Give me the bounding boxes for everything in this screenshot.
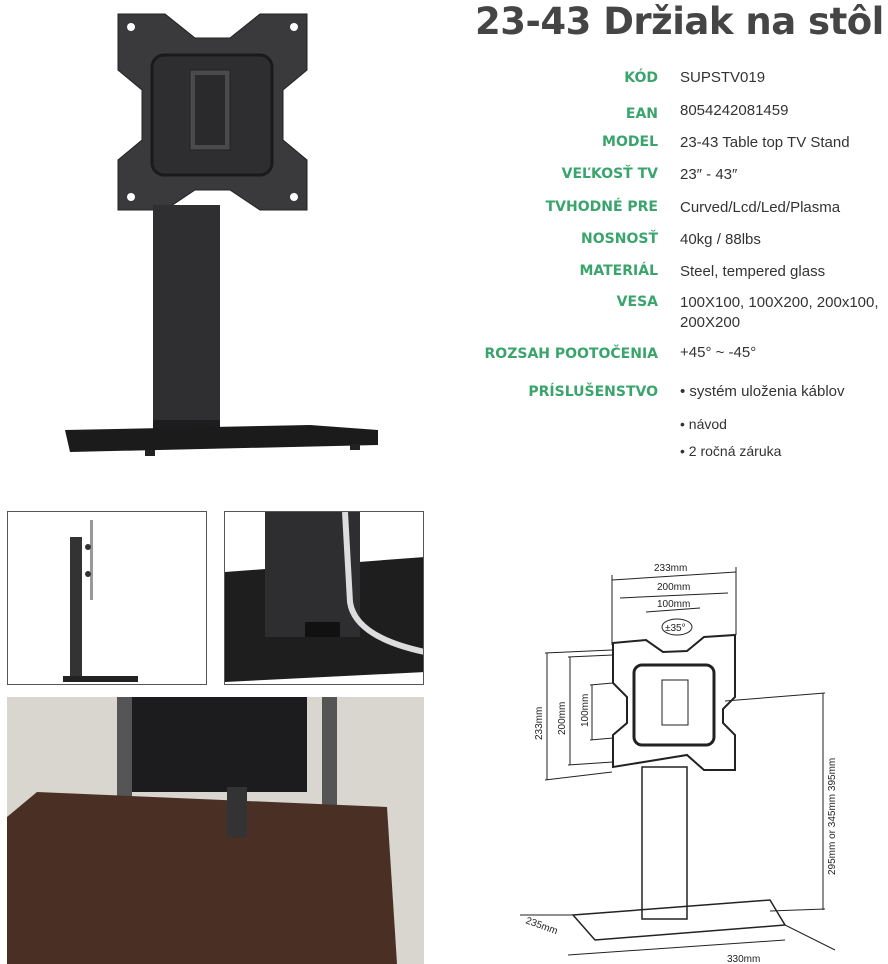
spec-value-vesa-2: 200X200 — [680, 314, 741, 331]
dim-100-height: 100mm — [580, 694, 591, 727]
spec-value-model: 23-43 Table top TV Stand — [680, 134, 850, 151]
product-image — [45, 0, 385, 475]
spec-label-kod: KÓD — [624, 70, 658, 86]
spec-value-rotation: +45° ~ -45° — [680, 344, 757, 361]
spec-label-suitable-for: TVHODNÉ PRE — [545, 199, 658, 215]
spec-label-tv-size: VEĽKOSŤ TV — [561, 166, 658, 182]
dim-100-width: 100mm — [657, 599, 690, 610]
spec-label-rotation: ROZSAH POOTOČENIA — [484, 346, 658, 362]
spec-value-kod: SUPSTV019 — [680, 69, 766, 86]
spec-value-material: Steel, tempered glass — [680, 263, 826, 280]
spec-label-model: MODEL — [602, 134, 658, 150]
dim-233-width: 233mm — [654, 563, 687, 574]
dim-200-height: 200mm — [557, 702, 568, 735]
accessory-item: • systém uloženia káblov — [680, 383, 845, 400]
rotation-label: ±35° — [665, 623, 686, 634]
spec-value-suitable-for: Curved/Lcd/Led/Plasma — [680, 199, 841, 216]
cable-management-image — [224, 511, 424, 685]
side-view-image — [7, 511, 207, 685]
spec-label-accessories: PRÍSLUŠENSTVO — [528, 384, 658, 400]
spec-value-vesa: 100X100, 100X200, 200x100, — [680, 294, 879, 311]
dim-200-width: 200mm — [657, 582, 690, 593]
spec-value-load: 40kg / 88lbs — [680, 231, 761, 248]
room-photo — [7, 697, 424, 964]
accessory-item: • návod — [680, 416, 727, 432]
dim-233-height: 233mm — [534, 707, 545, 740]
accessory-item: • 2 ročná záruka — [680, 443, 782, 459]
spec-value-tv-size: 23″ - 43″ — [680, 166, 738, 183]
dim-height: 295mm or 345mm 395mm — [827, 758, 838, 875]
spec-label-vesa: VESA — [616, 294, 658, 310]
dimension-diagram: 233mm 200mm 100mm ±35° 233mm 200mm 100mm… — [520, 555, 888, 964]
spec-value-ean: 8054242081459 — [680, 102, 789, 119]
spec-label-material: MATERIÁL — [579, 263, 658, 279]
page-title: 23-43 Držiak na stôl — [475, 0, 884, 43]
dim-width: 330mm — [727, 954, 760, 964]
spec-label-load: NOSNOSŤ — [581, 231, 658, 247]
dim-depth: 235mm — [524, 915, 559, 937]
spec-label-ean: EAN — [625, 106, 658, 122]
